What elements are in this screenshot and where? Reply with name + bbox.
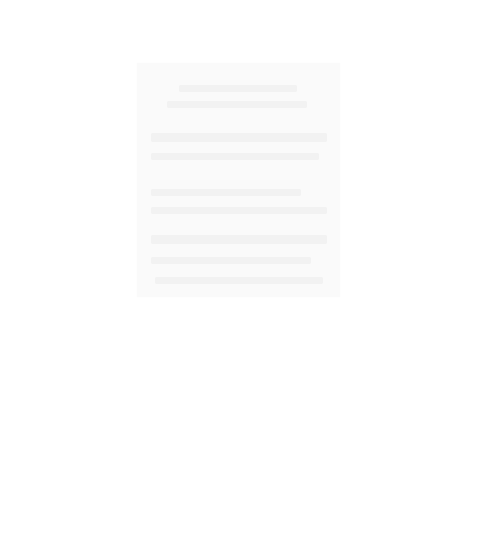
ghost-text-line: [151, 235, 327, 244]
ghost-text-line: [151, 133, 327, 142]
ghost-text-line: [151, 207, 327, 214]
ghost-text-line: [151, 153, 319, 160]
ghost-text-line: [151, 189, 301, 196]
ghost-text-line: [151, 257, 311, 264]
document-preview-content: [145, 71, 332, 289]
ghost-text-line: [179, 85, 297, 92]
ghost-text-line: [167, 101, 307, 108]
ghost-text-line: [155, 277, 323, 284]
document-preview-card: [137, 63, 340, 297]
